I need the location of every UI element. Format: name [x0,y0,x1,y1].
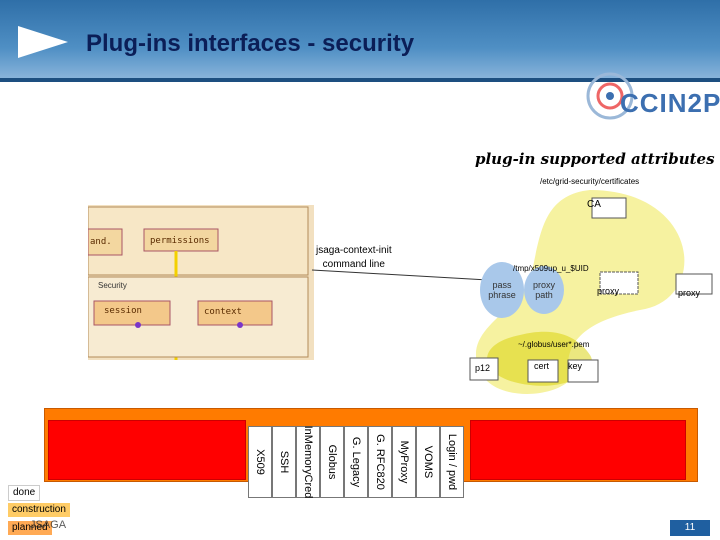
plugin-label: Globus [326,444,338,480]
tmp-proxy-path-label: /tmp/x509up_u_$UID [513,264,589,273]
cert-label: cert [534,361,550,371]
plugin-label: X509 [254,449,266,475]
connector-line [311,269,489,281]
plugin-label: G. RFC820 [374,434,386,490]
architecture-diagram [88,205,314,360]
plugin-myproxy: MyProxy [392,426,416,498]
key-label: key [568,361,583,371]
header-banner [0,0,720,80]
permissions-label: permissions [150,236,210,246]
p12-label: p12 [475,363,491,373]
cert-dir-label: /etc/grid-security/certificates [540,177,640,186]
plugin-attributes-diagram [469,190,713,394]
plugin-label: VOMS [422,445,434,479]
pass-phrase-label: pass phrase [488,280,516,300]
globus-path-label: ~/.globus/user*.pem [518,340,590,349]
red-block-left [48,420,246,480]
legend-done: done [8,485,41,501]
context-label: context [204,307,242,317]
ccin2p3-logo-icon [586,72,634,120]
plugin-label: MyProxy [398,440,410,484]
proxy-label: proxy [597,286,620,296]
plugin-label: Login / pwd [446,433,458,491]
plugin-label: SSH [278,450,290,474]
plugin-g-legacy: G. Legacy [344,426,368,498]
arrow-logo-icon [18,26,68,58]
logo-text: CCIN2P3 [620,88,720,118]
proxy-label-2: proxy [678,288,701,298]
command-line-label: jsaga-context-init command line [316,245,392,270]
plugin-globus: Globus [320,426,344,498]
plugin-login-pwd: Login / pwd [440,426,464,498]
page-number: 11 [670,520,710,536]
page-title: Plug-ins interfaces - security [86,30,415,57]
legend-overlap-text: JSAGA [30,519,67,531]
ca-label: CA [587,199,601,210]
plugin-attributes-heading: plug-in supported attributes [475,150,715,168]
plugin-x509: X509 [248,426,272,498]
plugin-label: InMemoryCred [302,425,314,499]
legend-construction: construction [8,503,70,517]
plugin-g-rfc820: G. RFC820 [368,426,392,498]
session-label: session [104,306,142,316]
legend-planned: planned [8,521,52,535]
red-block-right [470,420,686,480]
header-divider [0,78,720,82]
plugin-ssh: SSH [272,426,296,498]
partial-box-label: and. [90,237,112,247]
proxy-path-label: proxy path [532,280,555,300]
plugin-inmemorycred: InMemoryCred [296,426,320,498]
security-label: Security [98,281,127,290]
plugin-label: G. Legacy [350,436,362,488]
plugin-voms: VOMS [416,426,440,498]
